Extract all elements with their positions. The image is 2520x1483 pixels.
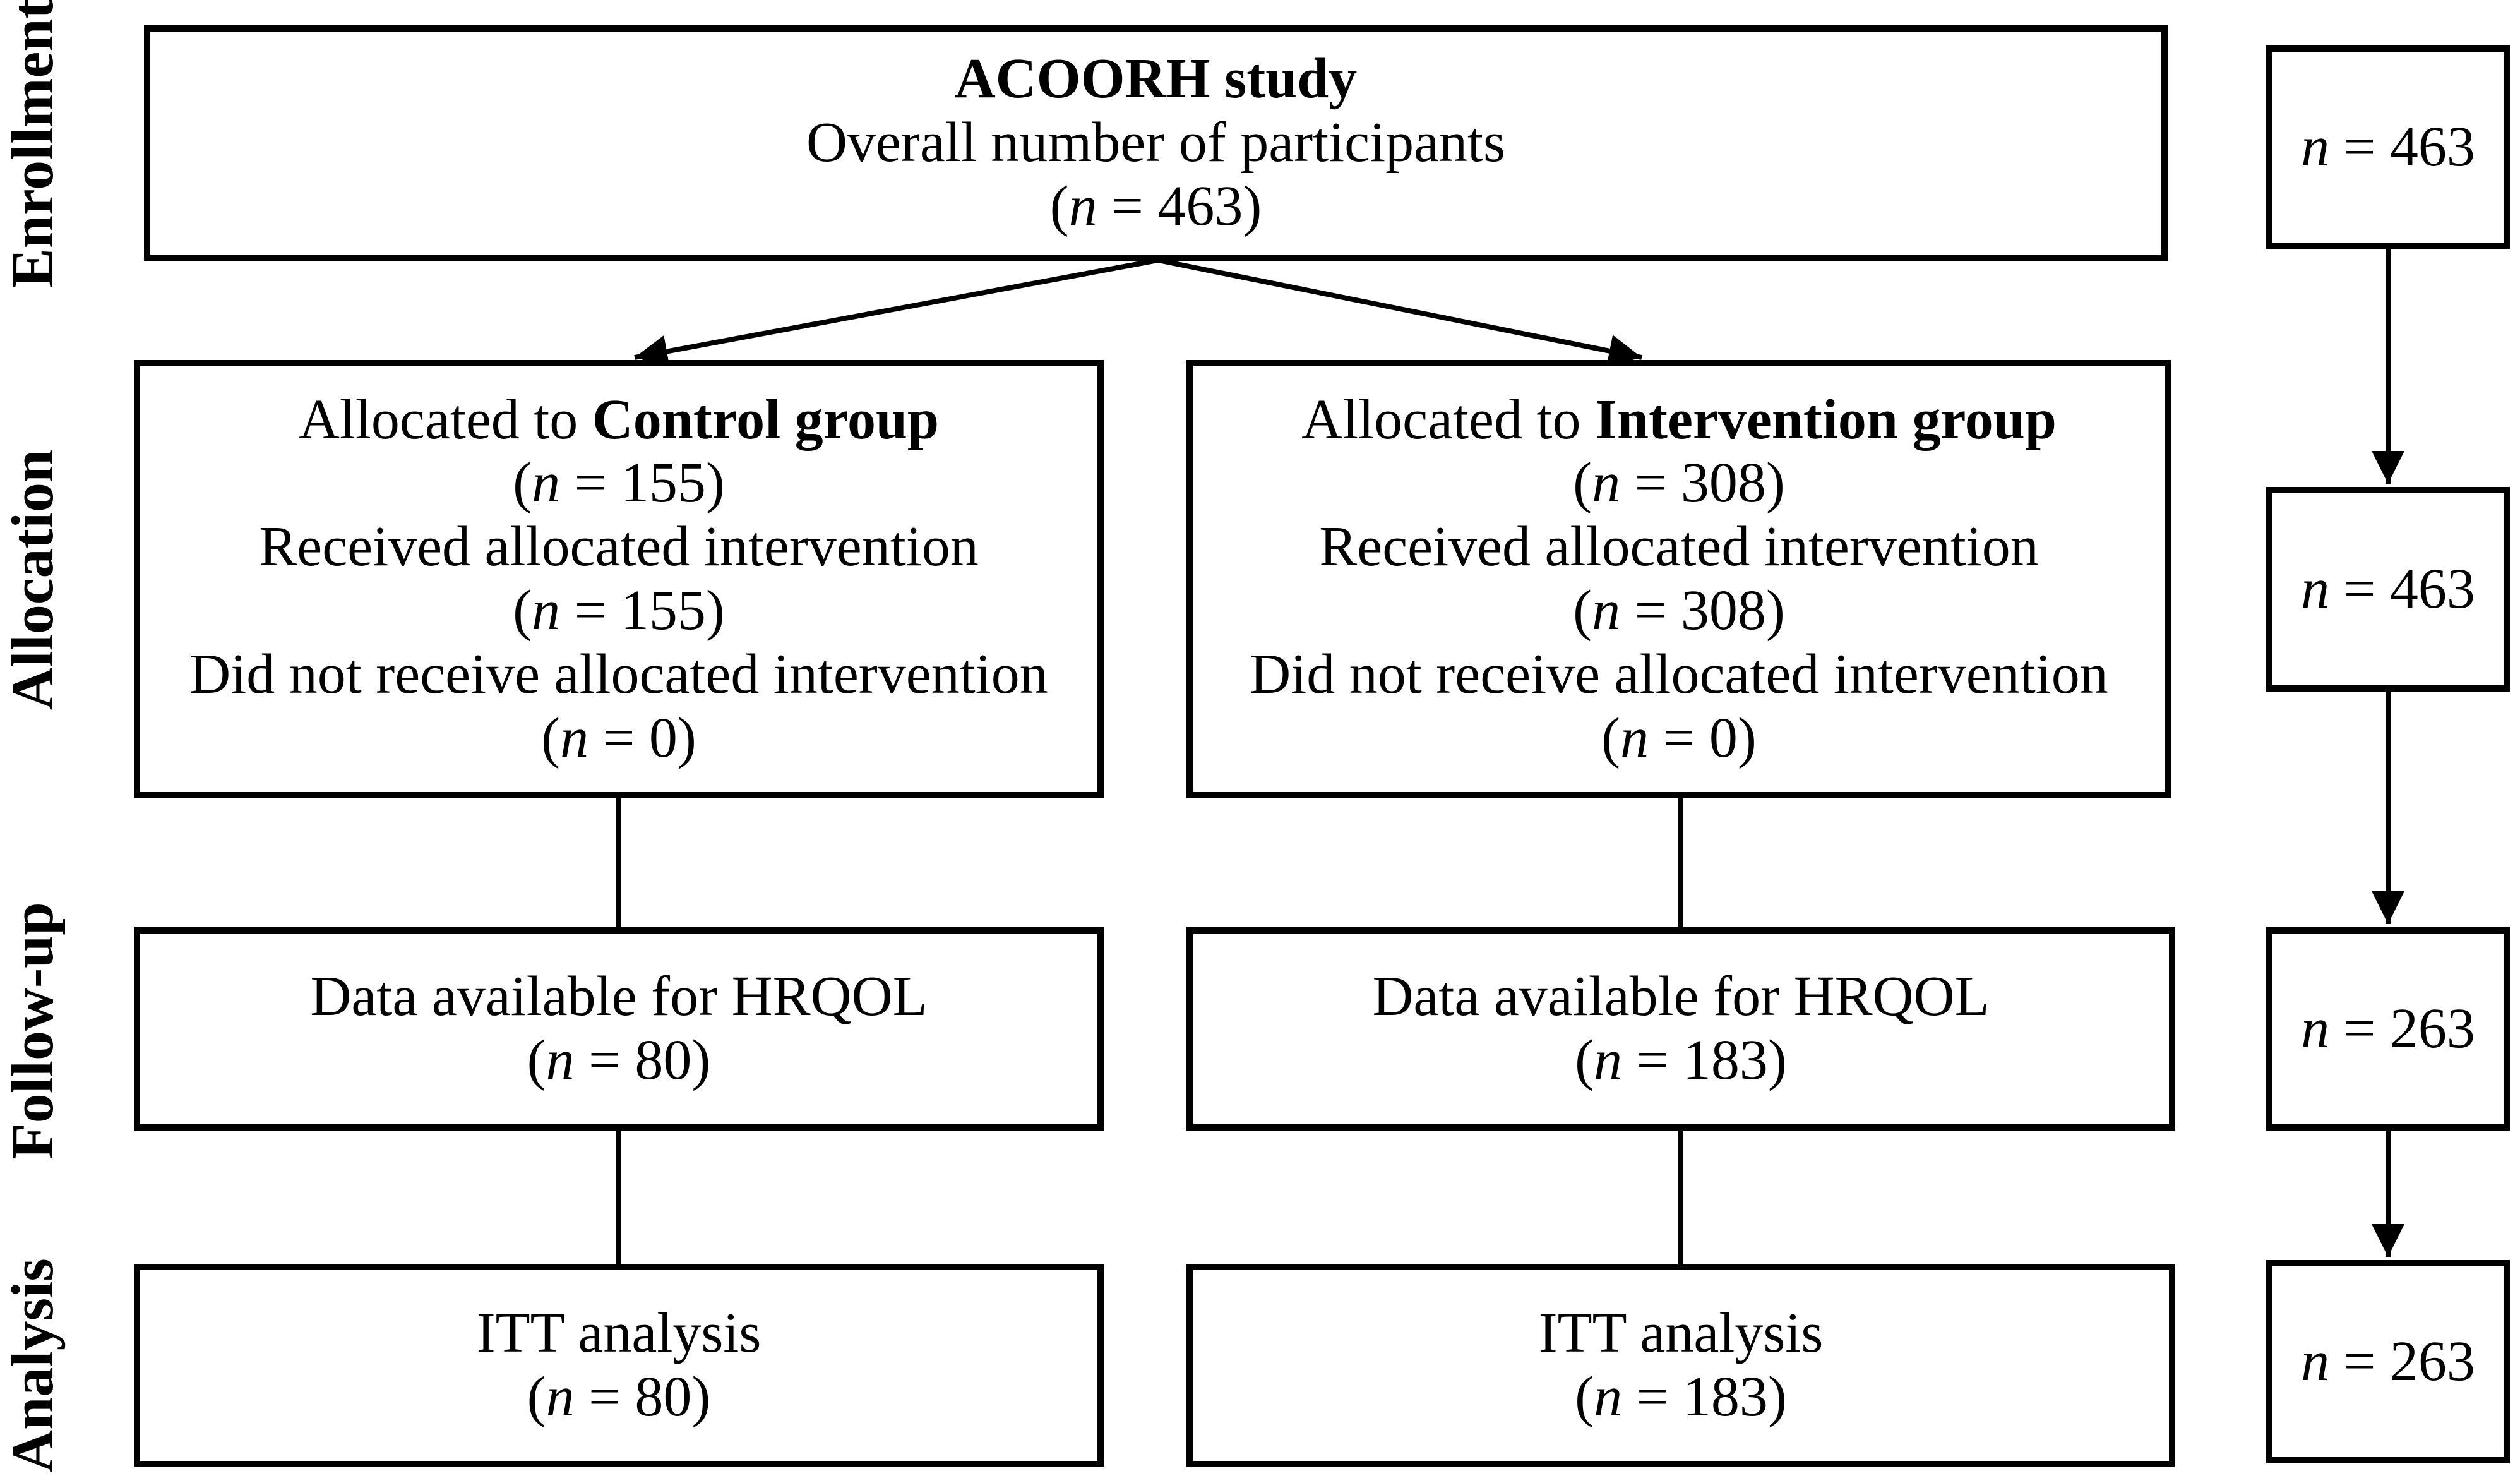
followup-intervention-label: Data available for HRQOL	[1372, 965, 1990, 1028]
analysis-control-label: ITT analysis	[476, 1302, 761, 1365]
intervention-received-count: (n = 308)	[1573, 579, 1785, 642]
analysis-intervention-label: ITT analysis	[1538, 1302, 1824, 1365]
followup-intervention-box: Data available for HRQOL (n = 183)	[1186, 927, 2175, 1131]
total-analysis-count: n = 263	[2301, 1330, 2475, 1393]
followup-control-label: Data available for HRQOL	[310, 965, 928, 1028]
total-allocation-count: n = 463	[2301, 557, 2475, 620]
allocated-intro: Allocated to	[1301, 388, 1595, 451]
analysis-intervention-count: (n = 183)	[1575, 1366, 1787, 1428]
stage-label-enrollment: Enrollment	[0, 0, 66, 288]
total-analysis-box: n = 263	[2266, 1260, 2510, 1463]
total-followup-box: n = 263	[2266, 927, 2510, 1131]
control-group-name: Control group	[592, 388, 940, 451]
control-received-count: (n = 155)	[513, 579, 725, 642]
analysis-control-box: ITT analysis (n = 80)	[134, 1264, 1104, 1467]
total-enrollment-count: n = 463	[2301, 115, 2475, 178]
stage-label-followup: Follow-up	[0, 902, 66, 1160]
allocated-to-control-line: Allocated to Control group	[299, 388, 939, 452]
control-not-received-label: Did not receive allocated intervention	[189, 642, 1048, 705]
total-followup-count: n = 263	[2301, 997, 2475, 1060]
arrow-enrollment-to-intervention	[1157, 258, 1642, 368]
enrollment-count: (n = 463)	[1049, 174, 1262, 237]
enrollment-box: ACOORH study Overall number of participa…	[144, 25, 2168, 261]
allocation-control-box: Allocated to Control group (n = 155) Rec…	[134, 360, 1104, 798]
intervention-allocated-count: (n = 308)	[1573, 452, 1785, 515]
followup-control-box: Data available for HRQOL (n = 80)	[134, 927, 1104, 1131]
control-allocated-count: (n = 155)	[513, 452, 725, 515]
followup-control-count: (n = 80)	[527, 1029, 711, 1091]
arrow-enrollment-to-control	[634, 258, 1159, 368]
control-received-label: Received allocated intervention	[259, 515, 979, 579]
allocation-intervention-box: Allocated to Intervention group (n = 308…	[1186, 360, 2171, 798]
analysis-control-count: (n = 80)	[527, 1366, 711, 1428]
intervention-group-name: Intervention group	[1594, 388, 2057, 451]
allocated-intro: Allocated to	[298, 388, 592, 451]
intervention-not-received-count: (n = 0)	[1601, 706, 1757, 769]
total-allocation-box: n = 463	[2266, 487, 2510, 692]
enrollment-subtitle: Overall number of participants	[806, 111, 1506, 174]
intervention-not-received-label: Did not receive allocated intervention	[1250, 642, 2108, 705]
stage-label-allocation: Allocation	[0, 449, 66, 711]
stage-label-analysis: Analysis	[0, 1258, 66, 1473]
followup-intervention-count: (n = 183)	[1575, 1029, 1787, 1091]
allocated-to-intervention-line: Allocated to Intervention group	[1301, 388, 2057, 452]
study-title: ACOORH study	[954, 47, 1358, 111]
intervention-received-label: Received allocated intervention	[1319, 515, 2039, 579]
control-not-received-count: (n = 0)	[541, 706, 696, 769]
analysis-intervention-box: ITT analysis (n = 183)	[1186, 1264, 2175, 1467]
total-enrollment-box: n = 463	[2266, 45, 2510, 249]
